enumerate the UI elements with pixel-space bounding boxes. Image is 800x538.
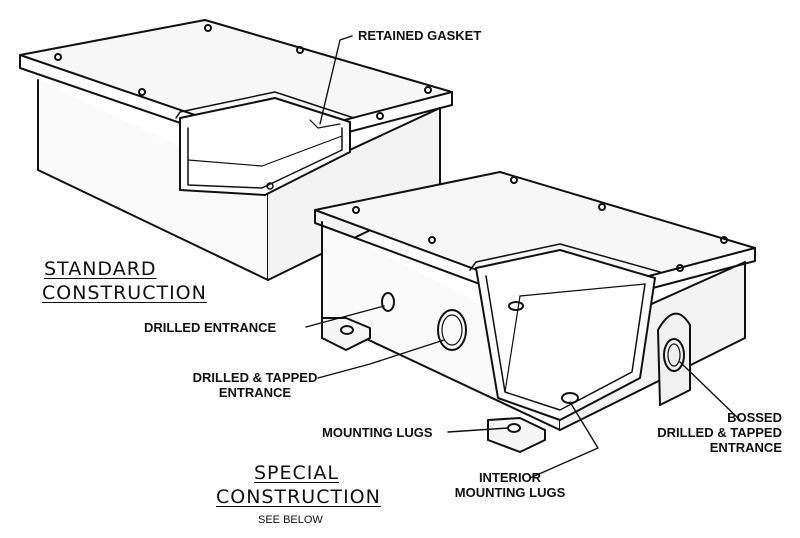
label-bossed-entrance: BOSSED DRILLED & TAPPED ENTRANCE — [656, 410, 782, 455]
leader-mounting-lugs — [447, 427, 509, 433]
mounting-lug-front — [487, 417, 546, 453]
drilled-entrance-hole — [381, 292, 395, 312]
standard-enclosure — [19, 19, 453, 281]
drilled-tapped-hole — [437, 309, 467, 351]
label-bossed-line1: BOSSED — [727, 410, 782, 425]
label-interior-lugs: INTERIOR MOUNTING LUGS — [448, 470, 572, 500]
interior-lug-1 — [508, 301, 524, 311]
caption-special-line2: CONSTRUCTION — [216, 486, 381, 508]
leader-drilled-entrance — [305, 305, 385, 328]
label-mounting-lugs: MOUNTING LUGS — [322, 425, 433, 440]
leader-lines — [305, 35, 741, 479]
leader-interior-lugs — [529, 401, 599, 479]
label-bossed-line2: DRILLED & TAPPED — [657, 425, 782, 440]
bossed-entrance-hole — [663, 338, 685, 372]
label-drilled-entrance: DRILLED ENTRANCE — [144, 320, 277, 335]
label-drilled-tapped-line1: DRILLED & TAPPED — [192, 370, 318, 385]
caption-standard-line1: STANDARD — [44, 258, 157, 280]
label-interior-lugs-line1: INTERIOR — [478, 470, 542, 485]
special-cutaway — [475, 249, 656, 421]
label-retained-gasket: RETAINED GASKET — [358, 28, 482, 43]
label-drilled-tapped: DRILLED & TAPPED ENTRANCE — [190, 370, 320, 400]
leader-retained-gasket — [319, 35, 353, 125]
bossed-boss — [657, 312, 691, 406]
caption-see-below: SEE BELOW — [258, 514, 323, 526]
caption-standard-line2: CONSTRUCTION — [42, 282, 207, 304]
leader-bossed — [679, 361, 741, 421]
standard-cutaway — [179, 97, 351, 196]
leader-drilled-tapped — [317, 339, 445, 379]
label-drilled-tapped-line2: ENTRANCE — [218, 385, 292, 400]
label-interior-lugs-line2: MOUNTING LUGS — [454, 485, 566, 500]
label-bossed-line3: ENTRANCE — [709, 440, 782, 455]
caption-special-line1: SPECIAL — [254, 462, 339, 484]
special-enclosure — [314, 171, 756, 453]
